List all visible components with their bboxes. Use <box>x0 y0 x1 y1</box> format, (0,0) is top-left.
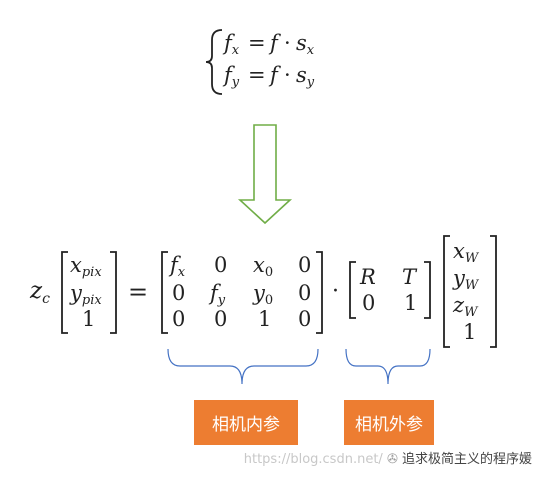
eq1-equals: = <box>248 31 266 55</box>
world-vector: xW yW zW 1 <box>452 239 480 344</box>
extrinsic-underbrace <box>345 348 431 385</box>
extrinsic-cell: 0 <box>362 291 375 315</box>
intrinsic-cell: 0 <box>214 253 227 277</box>
intrinsic-cell: 0 <box>214 307 227 331</box>
extrinsic-left-bracket <box>349 261 356 319</box>
eq2-dot: · <box>284 63 291 87</box>
zc-term: zc <box>29 278 50 307</box>
extrinsic-matrix: R T 0 1 <box>359 265 418 315</box>
multiply-dot: · <box>332 279 339 304</box>
intrinsic-cell: 0 <box>298 281 311 305</box>
intrinsic-cell: 0 <box>172 281 185 305</box>
intrinsic-cell: y0 <box>252 281 273 308</box>
intrinsic-cell: 0 <box>298 307 311 331</box>
eq2-f: f <box>268 63 281 87</box>
watermark-url: https://blog.csdn.net/ <box>243 452 383 467</box>
left-curly-brace <box>205 29 223 95</box>
pixel-vector-left-bracket <box>61 251 68 334</box>
wechat-icon: ✇ <box>386 452 398 467</box>
down-arrow-icon <box>237 124 293 225</box>
eq2-s: sy <box>296 63 315 90</box>
extrinsic-cell: T <box>402 265 418 289</box>
main-equals: = <box>128 278 148 306</box>
pixel-vector-one: 1 <box>82 307 95 331</box>
world-vector-y: yW <box>452 266 480 293</box>
pixel-vector-x: xpix <box>70 253 102 280</box>
pixel-vector-y: ypix <box>69 281 102 308</box>
projection-equation: zc xpix ypix 1 = fx 0 x0 0 0 fy y0 0 <box>29 235 497 348</box>
intrinsic-underbrace <box>167 348 319 385</box>
extrinsic-right-bracket <box>424 261 431 319</box>
intrinsic-matrix: fx 0 x0 0 0 fy y0 0 0 0 1 0 <box>168 253 311 331</box>
intrinsic-cell: fx <box>168 253 186 280</box>
eq2-equals: = <box>248 63 266 87</box>
equation-system: fx = f · sx fy = f · sy <box>205 29 315 95</box>
world-vector-left-bracket <box>443 235 450 348</box>
eq1-s: sx <box>296 31 315 58</box>
eq1-lhs: fx <box>222 31 240 58</box>
world-vector-right-bracket <box>490 235 497 348</box>
pixel-vector-right-bracket <box>110 251 117 334</box>
intrinsic-cell: 0 <box>172 307 185 331</box>
intrinsic-cell: 1 <box>258 307 271 331</box>
world-vector-z: zW <box>452 293 479 320</box>
intrinsic-cell: x0 <box>253 253 273 280</box>
eq1-dot: · <box>284 31 291 55</box>
eq1-f: f <box>268 31 281 55</box>
eq2-lhs: fy <box>222 63 240 90</box>
world-vector-x: xW <box>453 239 480 266</box>
extrinsic-cell: R <box>359 265 376 289</box>
intrinsic-cell: fy <box>208 281 226 308</box>
world-vector-one: 1 <box>463 320 476 344</box>
extrinsic-label: 相机外参 <box>344 400 434 445</box>
watermark-brand: 追求极简主义的程序媛 <box>401 452 532 467</box>
intrinsic-cell: 0 <box>298 253 311 277</box>
intrinsic-label: 相机内参 <box>194 400 298 445</box>
intrinsic-left-bracket <box>161 251 168 334</box>
intrinsic-right-bracket <box>316 251 323 334</box>
extrinsic-cell: 1 <box>404 291 417 315</box>
watermark: https://blog.csdn.net/ ✇ 追求极简主义的程序媛 <box>244 448 532 467</box>
